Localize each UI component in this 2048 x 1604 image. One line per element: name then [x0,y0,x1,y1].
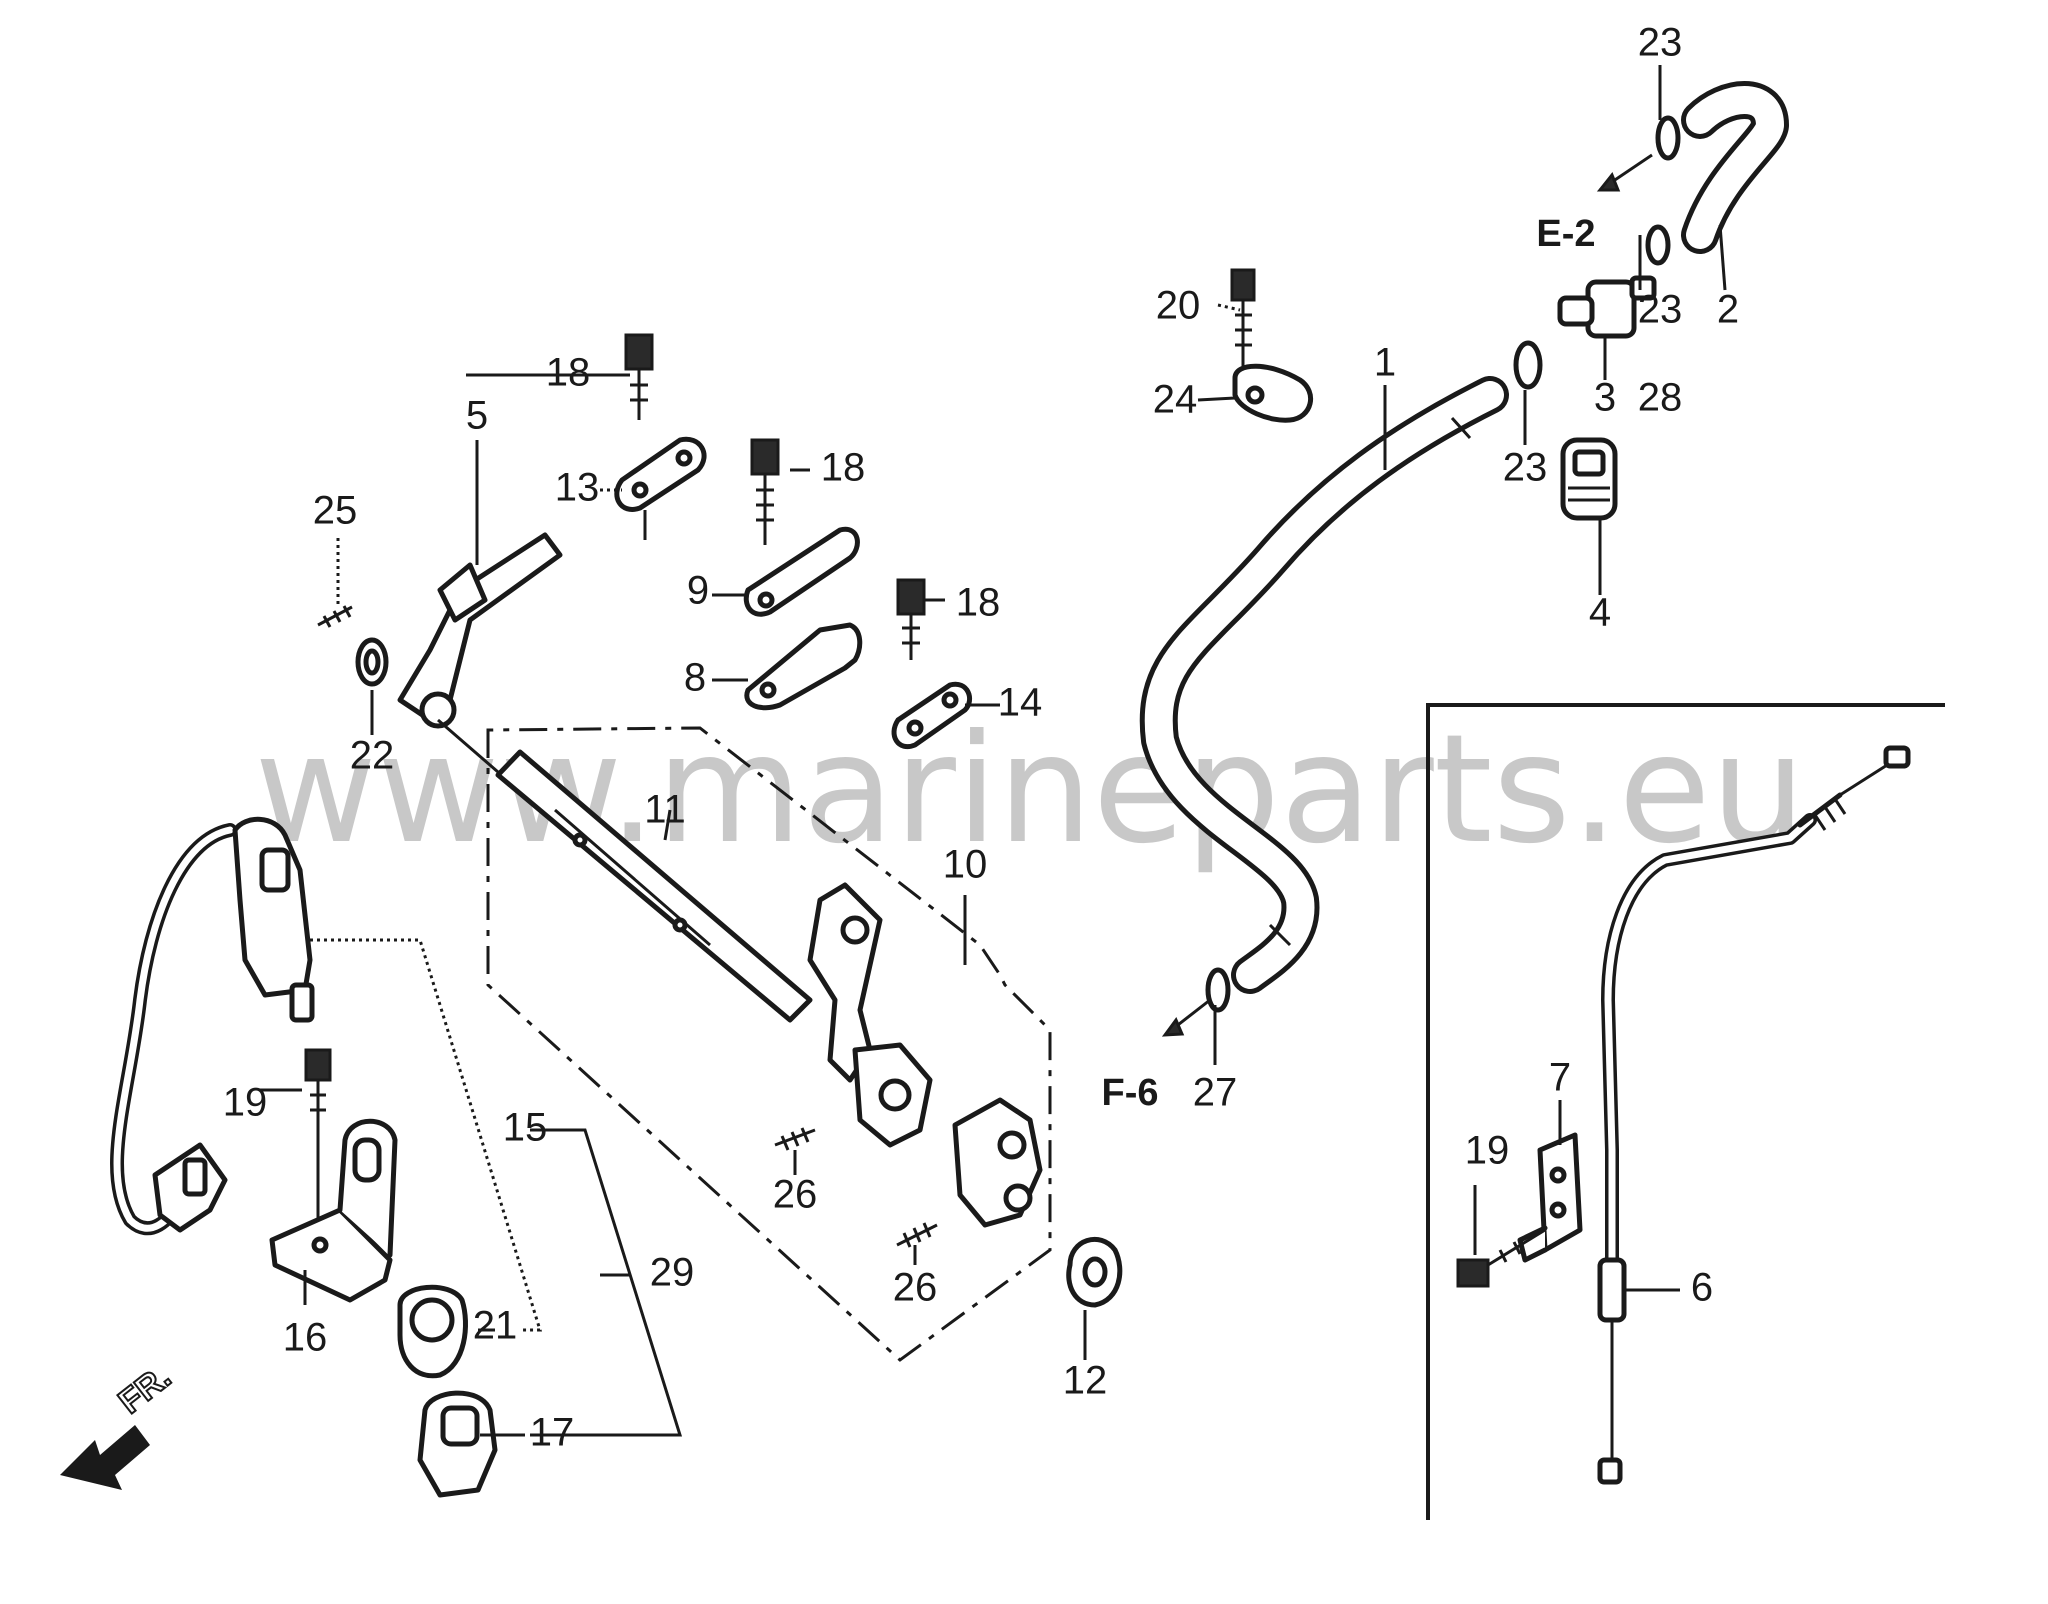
front-direction-arrow: FR. [60,1357,179,1490]
callout-26-upper: 26 [773,1173,818,1217]
switch-harness [110,816,315,1236]
callout-25: 25 [313,489,358,533]
callout-7: 7 [1549,1056,1571,1100]
callout-23-left: 23 [1503,446,1548,490]
filler-cap [1560,437,1618,521]
front-direction-label: FR. [112,1358,179,1422]
plate-8 [744,622,863,711]
fuel-connector [1557,275,1657,339]
throttle-cable-6 [1597,745,1911,1485]
hose-clip-left [1513,340,1543,390]
bracket-16 [269,1118,398,1303]
callout-1: 1 [1374,341,1396,385]
plate-13 [614,436,707,540]
callout-8: 8 [684,656,706,700]
callout-14: 14 [998,681,1043,725]
grommet-12 [1066,1236,1123,1308]
callout-20: 20 [1156,284,1201,328]
callout-3: 3 [1594,376,1616,420]
callout-18-middle: 18 [821,446,866,490]
arrow-to-e2 [1596,172,1621,192]
spring-26-upper [774,1127,816,1151]
callout-18-top: 18 [546,351,591,395]
hose-clip-bottom [1205,967,1231,1013]
plate-9 [743,526,860,617]
boot-17 [417,1390,498,1498]
lever-arm [397,532,563,729]
callout-27: 27 [1193,1071,1238,1115]
plate-14 [891,681,972,750]
cable-bracket-7 [1517,1132,1583,1263]
hose-clamp-24 [1232,363,1313,423]
ref-f6: F-6 [1102,1072,1159,1114]
callout-16: 16 [283,1316,328,1360]
inset-frame [1426,703,1945,1520]
callout-26-lower: 26 [893,1266,938,1310]
callout-4: 4 [1589,591,1611,635]
bolt-18-top [624,333,654,420]
washer-22 [355,637,389,687]
callout-10: 10 [943,843,988,887]
nut-21 [397,1284,468,1379]
shaft-11 [437,718,813,1023]
callout-9: 9 [687,569,709,613]
callout-12: 12 [1063,1359,1108,1403]
callout-23-top: 23 [1638,21,1683,65]
cam-block [952,1097,1043,1228]
bolt-18-right [896,578,926,660]
arrow-to-f6 [1161,1016,1185,1037]
shaft-assembly-box [486,726,1052,1362]
callout-22: 22 [350,734,395,778]
callout-11: 11 [644,788,686,832]
callout-19-left: 19 [223,1081,268,1125]
bolt-18-middle [750,438,780,545]
callout-numbers: 1 2 3 4 5 6 7 8 9 10 11 12 13 14 15 16 1… [223,21,1739,1455]
callout-5: 5 [466,394,488,438]
callout-19-right: 19 [1465,1129,1510,1173]
callout-28: 28 [1638,376,1683,420]
callout-18-right: 18 [956,581,1001,625]
spring-26-lower [896,1222,938,1248]
callout-21: 21 [473,1304,518,1348]
callout-6: 6 [1691,1266,1713,1310]
upper-u-hose [1681,81,1789,254]
callout-29: 29 [650,1251,695,1295]
pin-25 [317,605,353,628]
bolt-20 [1230,268,1256,370]
throttle-bracket [807,882,933,1148]
bolt-19-left [304,1048,332,1225]
hose-clip-top [1655,115,1681,161]
callout-23-mid: 23 [1638,288,1683,332]
callout-24: 24 [1153,378,1198,422]
bolt-19-right [1456,1228,1546,1288]
callout-17: 17 [530,1411,575,1455]
ref-e2: E-2 [1536,213,1595,255]
fuel-hose [1139,376,1509,994]
callout-15: 15 [503,1106,548,1150]
hose-clip-mid [1645,224,1671,266]
callout-2: 2 [1717,288,1739,332]
callout-13: 13 [555,466,600,510]
